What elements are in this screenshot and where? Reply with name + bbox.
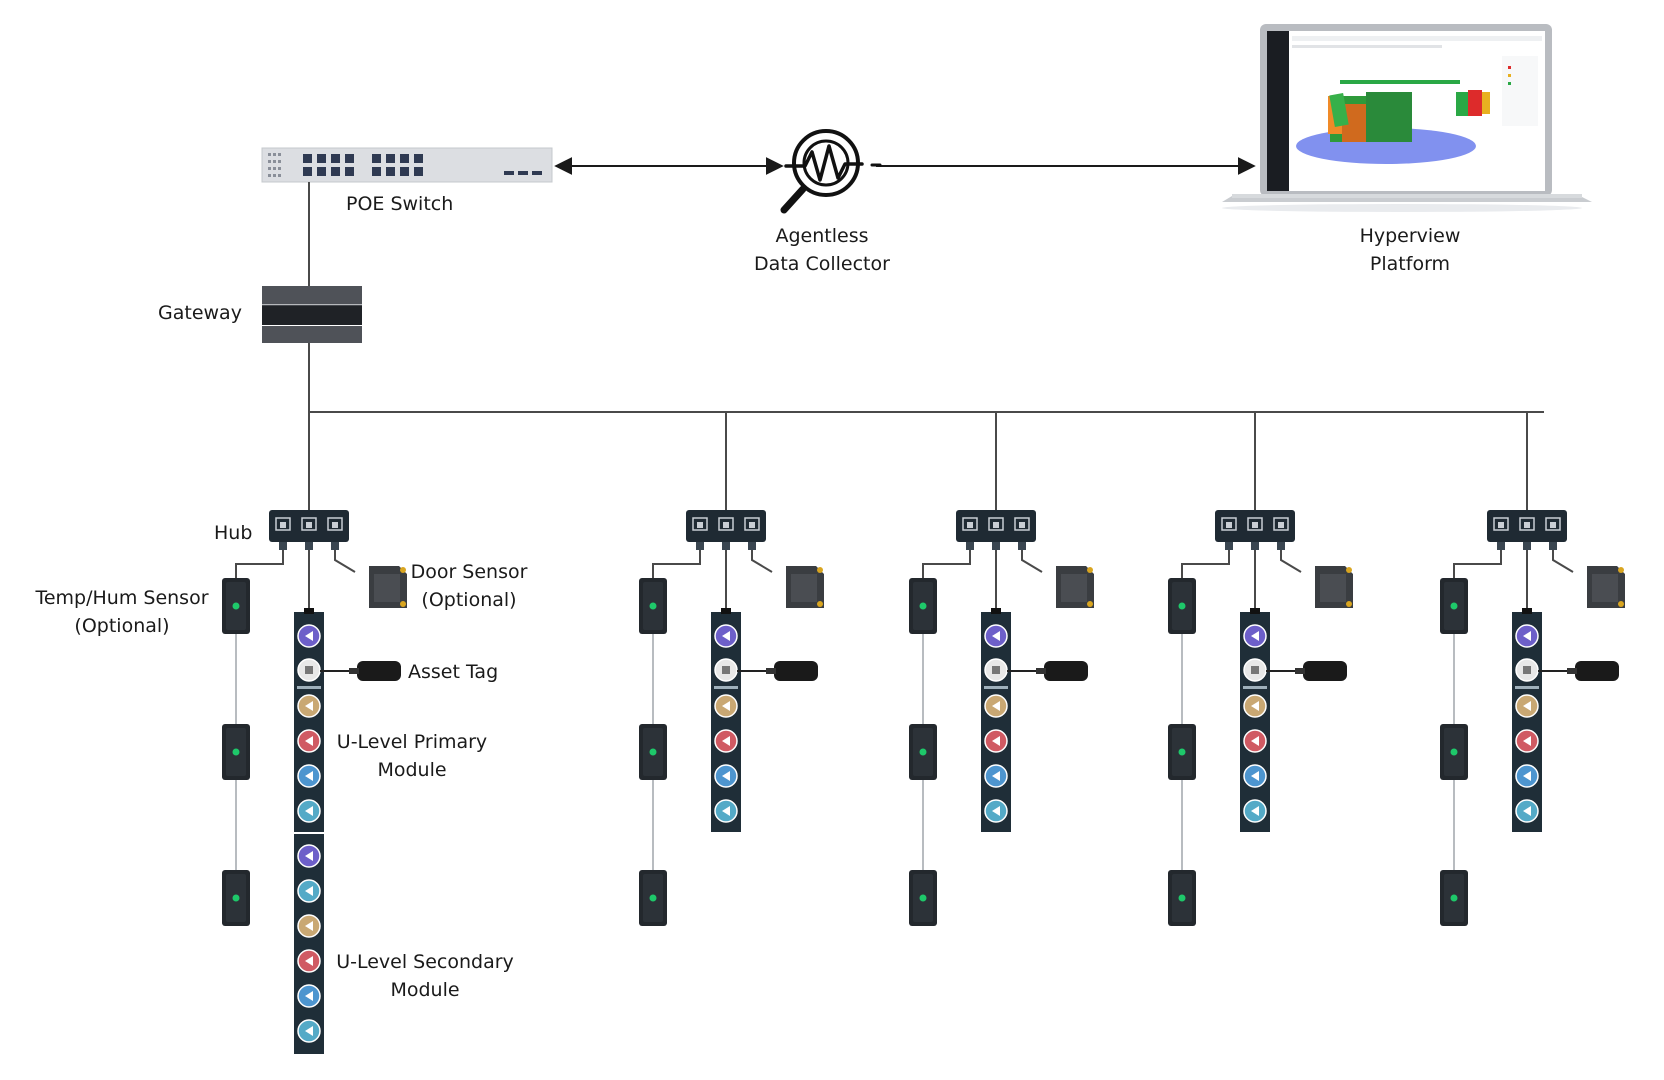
u-level-module-icon [1512, 608, 1542, 832]
hub-icon [1487, 510, 1567, 550]
hub-icon [956, 510, 1036, 550]
hub-icon [1215, 510, 1295, 550]
rack-columns [222, 412, 1625, 1054]
temp-hum-sensor-icon [639, 724, 667, 780]
asset-tag-label: Asset Tag [408, 661, 499, 683]
temp-hum-sensor-icon [1168, 870, 1196, 926]
door-sensor-icon [369, 566, 407, 608]
temp-hum-sensor-icon [222, 724, 250, 780]
gateway-icon [262, 286, 362, 343]
u-level-module-icon [711, 608, 741, 832]
rack-column [1168, 412, 1353, 926]
door-sensor-icon [1587, 566, 1625, 608]
rack-column [639, 412, 824, 926]
temp-hum-sensor-icon [909, 724, 937, 780]
rack-column [222, 510, 407, 1054]
door-sensor-icon [1056, 566, 1094, 608]
data-collector-icon [780, 129, 882, 214]
temp-hum-sensor-icon [639, 870, 667, 926]
u-level-module-icon [294, 608, 324, 832]
u-level-module-icon [981, 608, 1011, 832]
temp-hum-sensor-icon [639, 578, 667, 634]
asset-tag-icon [1266, 661, 1347, 681]
poe-switch-icon [261, 147, 553, 183]
poe-switch-label: POE Switch [346, 193, 454, 215]
rack-column [909, 412, 1094, 926]
temp-hum-sensor-icon [1168, 724, 1196, 780]
temp-hum-sensor-icon [222, 578, 250, 634]
door-sensor-icon [786, 566, 824, 608]
rack-column [1440, 412, 1625, 926]
temp-hum-sensor-icon [1440, 870, 1468, 926]
laptop-icon [1222, 24, 1592, 212]
hub-label: Hub [214, 522, 253, 544]
temp-hum-sensor-icon [1440, 724, 1468, 780]
temp-hum-sensor-label: Temp/Hum Sensor(Optional) [35, 587, 209, 637]
gateway-label: Gateway [158, 302, 242, 324]
temp-hum-sensor-icon [222, 870, 250, 926]
temp-hum-sensor-icon [909, 870, 937, 926]
temp-hum-sensor-icon [1440, 578, 1468, 634]
asset-tag-icon [1538, 661, 1619, 681]
asset-tag-icon [320, 661, 401, 681]
temp-hum-sensor-icon [909, 578, 937, 634]
u-level-secondary-module-icon [294, 834, 324, 1054]
asset-tag-icon [1007, 661, 1088, 681]
u-level-module-icon [1240, 608, 1270, 832]
hub-icon [269, 510, 349, 550]
hub-icon [686, 510, 766, 550]
door-sensor-label: Door Sensor(Optional) [410, 561, 528, 611]
temp-hum-sensor-icon [1168, 578, 1196, 634]
door-sensor-icon [1315, 566, 1353, 608]
asset-tag-icon [737, 661, 818, 681]
